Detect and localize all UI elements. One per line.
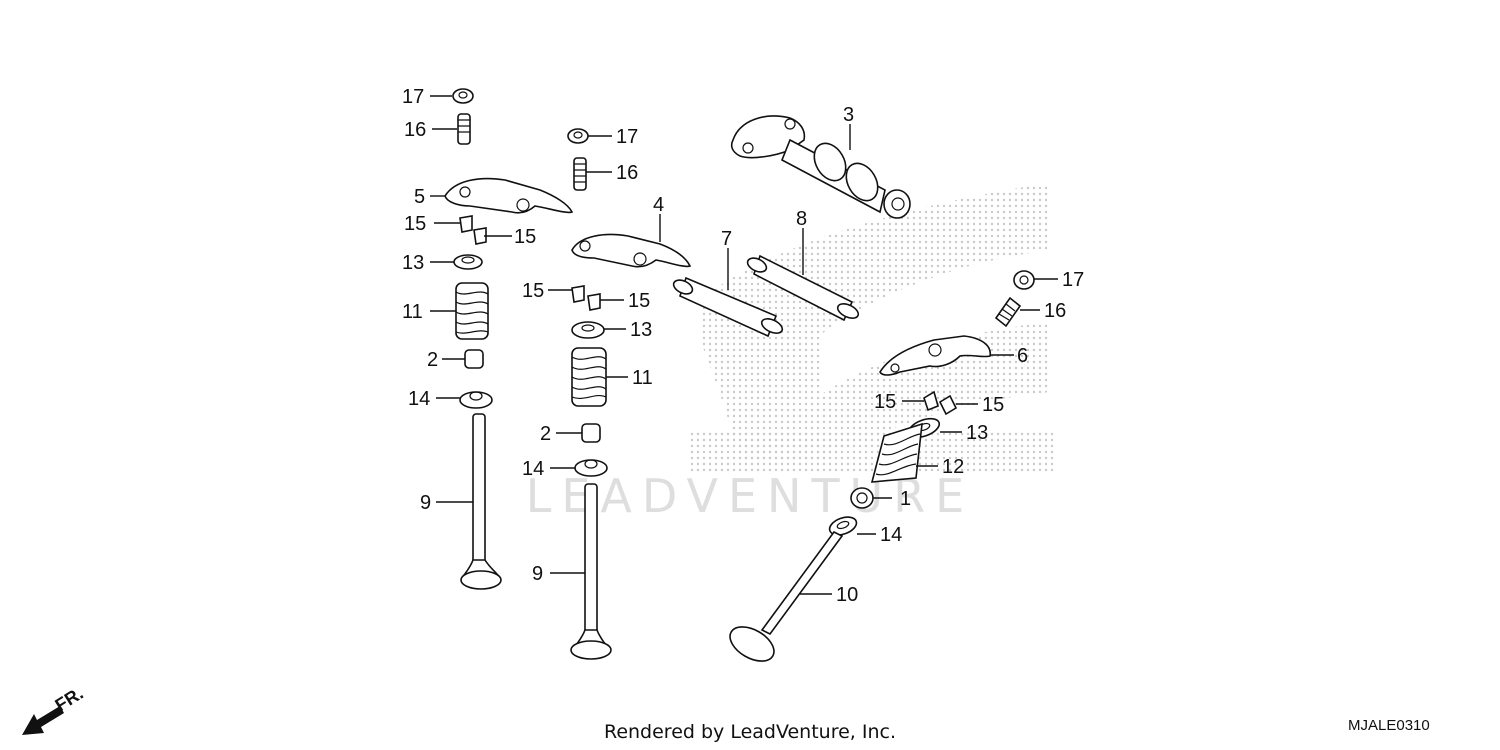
rocker-arm-6[interactable] [879,335,991,376]
rocker-shaft-7[interactable] [671,276,784,338]
callout-10[interactable]: 10 [836,584,858,606]
callouts: 17 16 5 15 15 13 11 2 14 9 17 16 4 15 15… [402,86,1084,606]
cotter-15-right-a[interactable] [923,390,939,412]
camshaft-3[interactable] [730,115,911,219]
spring-11-left[interactable] [455,282,489,340]
callout-8[interactable]: 8 [796,208,807,230]
stud-16-left[interactable] [457,113,471,145]
callout-17[interactable]: 17 [402,86,424,108]
callout-16[interactable]: 16 [404,119,426,141]
watermark-wordmark-bar [690,432,1055,474]
spring-11-center[interactable] [571,347,607,407]
front-arrow-icon [22,706,64,735]
diagram-code: MJALE0310 [1348,717,1430,734]
cotter-15-center-a[interactable] [571,285,585,303]
callout-9[interactable]: 9 [532,563,543,585]
callout-15[interactable]: 15 [982,394,1004,416]
callout-1[interactable]: 1 [900,488,911,510]
callout-17[interactable]: 17 [616,126,638,148]
valve-10-right[interactable] [724,530,844,668]
rocker-arm-4[interactable] [571,233,692,268]
callout-14[interactable]: 14 [522,458,544,480]
seat-14-left[interactable] [459,391,493,409]
callout-11[interactable]: 11 [632,367,653,389]
callout-11[interactable]: 11 [402,301,423,323]
seat-14-center[interactable] [574,459,608,477]
callout-16[interactable]: 16 [1044,300,1066,322]
callout-15[interactable]: 15 [628,290,650,312]
callout-2[interactable]: 2 [540,423,551,445]
callout-15[interactable]: 15 [514,226,536,248]
footer-credit: Rendered by LeadVenture, Inc. [604,721,896,743]
callout-16[interactable]: 16 [616,162,638,184]
retainer-13-center[interactable] [571,321,605,339]
callout-13[interactable]: 13 [966,422,988,444]
front-direction-marker: FR. [22,683,87,735]
callout-14[interactable]: 14 [408,388,430,410]
watermark-wing-logo [700,183,1050,462]
nut-17-center[interactable] [567,128,589,144]
seal-1-right[interactable] [850,487,874,509]
callout-13[interactable]: 13 [402,252,424,274]
seal-2-left[interactable] [464,349,484,369]
callout-5[interactable]: 5 [414,186,425,208]
callout-17[interactable]: 17 [1062,269,1084,291]
stud-16-right[interactable] [994,296,1022,328]
valve-9-center[interactable] [570,483,612,660]
nut-17-right[interactable] [1013,270,1035,290]
callout-4[interactable]: 4 [653,194,664,216]
seal-2-center[interactable] [581,423,601,443]
callout-2[interactable]: 2 [427,349,438,371]
cotter-15-center-b[interactable] [587,293,601,311]
seat-14-right[interactable] [827,514,859,539]
callout-14[interactable]: 14 [880,524,902,546]
valve-9-left[interactable] [460,413,502,590]
callout-13[interactable]: 13 [630,319,652,341]
rocker-shaft-8[interactable] [745,254,860,322]
stud-16-center[interactable] [573,157,587,191]
watermark: LEADVENTURE [526,183,1055,523]
callout-15[interactable]: 15 [874,391,896,413]
callout-15[interactable]: 15 [404,213,426,235]
callout-6[interactable]: 6 [1017,345,1028,367]
callout-7[interactable]: 7 [721,228,732,250]
cotter-15-left-a[interactable] [459,215,473,233]
cotter-15-left-b[interactable] [473,227,487,245]
cotter-15-right-b[interactable] [938,394,958,416]
callout-9[interactable]: 9 [420,492,431,514]
callout-15[interactable]: 15 [522,280,544,302]
rocker-arm-5[interactable] [444,177,574,214]
spring-12-right[interactable] [870,422,923,483]
callout-3[interactable]: 3 [843,104,854,126]
nut-17-left[interactable] [452,88,474,104]
callout-12[interactable]: 12 [942,456,964,478]
leader-lines [430,95,1058,595]
retainer-13-left[interactable] [453,254,483,270]
